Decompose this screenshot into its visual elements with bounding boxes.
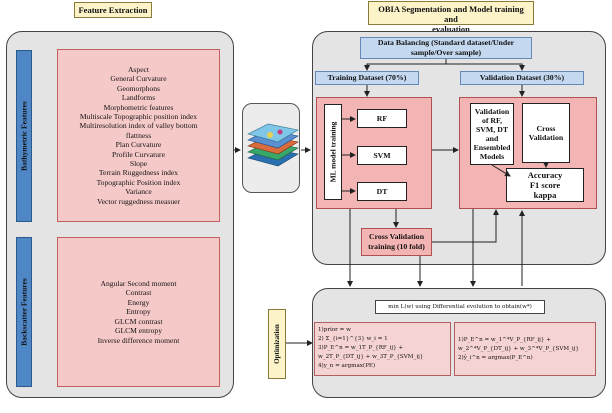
bathymetric-feature-item: Aspect	[127, 64, 150, 74]
bathymetric-feature-item: Terrain Ruggedness index	[98, 168, 179, 178]
raster-stack-icon	[247, 123, 299, 167]
model-svm: SVM	[357, 146, 407, 165]
formula-left-line: 3)P_E^n = w_1T_P_{RF_ij} + w_2T_P_{DT_ij…	[318, 345, 424, 360]
backscatter-feature-item: GLCM contrast	[114, 316, 163, 326]
formula-left-line: 2) Σ_{i=1}^{3} w_i = 1	[318, 336, 388, 342]
backscatter-feature-item: Contrast	[125, 288, 152, 298]
obia-title-line2: evaluation	[432, 24, 470, 34]
bathymetric-feature-item: Variance	[125, 187, 152, 197]
validation-models-line: and	[485, 134, 499, 143]
validation-models-line: of RF,	[481, 116, 503, 125]
validation-models-line: Validation	[474, 107, 510, 116]
bathymetric-feature-item: Topographic Position index	[96, 177, 181, 187]
bathymetric-feature-item: Multiresolution index of valley bottom	[79, 121, 198, 131]
cross-validation-line: Validation	[528, 133, 564, 142]
validation-models-line: SVM, DT	[475, 125, 509, 134]
objective-box: min L(w) using Differential evolution to…	[375, 300, 545, 314]
bathymetric-feature-item: Profile Curvature	[112, 149, 165, 159]
balancing-line1: Data Balancing (Standard dataset/Under	[377, 38, 515, 47]
bathymetric-feature-item: Geomorphons	[116, 83, 161, 93]
balancing-line2: sample/Over sample)	[410, 47, 482, 57]
metric-line: kappa	[533, 190, 557, 200]
bathymetric-feature-item: Vector ruggedness measuer	[96, 196, 181, 206]
bathymetric-feature-item: Morphometric features	[103, 102, 174, 112]
metric-line: Accuracy	[527, 170, 563, 180]
feature-extraction-title: Feature Extraction	[74, 2, 152, 18]
formula-left-line: 1)prior = w	[318, 327, 351, 333]
cross-validation-line: Cross	[536, 124, 556, 133]
model-rf: RF	[357, 109, 407, 128]
data-balancing-box: Data Balancing (Standard dataset/Under s…	[360, 37, 532, 59]
cv-training-line1: Cross Validation	[368, 232, 425, 241]
backscatter-sidebar: Backscatter Features	[16, 237, 32, 387]
backscatter-feature-item: Angular Second moment	[100, 279, 177, 289]
formula-right: 1)P_E^n = w_1^*V_P_{RF_ij} + w_2^*V_P_{D…	[454, 322, 596, 376]
bathymetric-feature-item: General Curvature	[110, 74, 167, 84]
bathymetric-sidebar: Bathymetric Features	[16, 50, 32, 222]
validation-models-line: Models	[479, 152, 505, 161]
backscatter-feature-item: GLCM entropy	[114, 326, 163, 336]
backscatter-feature-item: Energy	[127, 297, 150, 307]
formula-left-line: 4)y_n = argmax(PE)	[318, 363, 376, 369]
bathymetric-feature-item: Slope	[129, 159, 148, 169]
obia-title: OBIA Segmentation and Model training and…	[368, 1, 534, 34]
bathymetric-feature-item: Plan Curvature	[115, 140, 162, 150]
formula-right-line: 2)ŷ_i^n = argmax(P_E^n)	[458, 354, 533, 361]
training-dataset-box: Training Dataset (70%)	[315, 71, 419, 85]
bathymetric-feature-item: flattness	[125, 130, 152, 140]
bathymetric-feature-item: Landforms	[121, 93, 156, 103]
formula-right-line: 1)P_E^n = w_1^*V_P_{RF_ij} + w_2^*V_P_{D…	[458, 336, 579, 352]
backscatter-feature-item: Entropy	[126, 307, 151, 317]
obia-title-line1: OBIA Segmentation and Model training and	[378, 4, 524, 24]
optimization-tag: Optimization	[268, 309, 286, 379]
model-dt: DT	[357, 182, 407, 201]
backscatter-feature-item: Inverse difference moment	[97, 335, 180, 345]
metric-line: F1 score	[529, 180, 561, 190]
formula-left: 1)prior = w 2) Σ_{i=1}^{3} w_i = 1 3)P_E^n…	[314, 322, 451, 376]
validation-dataset-box: Validation Dataset (30%)	[460, 71, 584, 85]
ml-training-box: ML model training	[324, 104, 342, 200]
bathymetric-feature-item: Multiscale Topographic position index	[79, 111, 198, 121]
cv-training-box: Cross Validation training (10 fold)	[361, 228, 432, 256]
raster-stack-panel	[242, 103, 300, 193]
cv-training-line2: training (10 fold)	[368, 242, 425, 251]
validation-models-line: Ensembled	[473, 143, 511, 152]
